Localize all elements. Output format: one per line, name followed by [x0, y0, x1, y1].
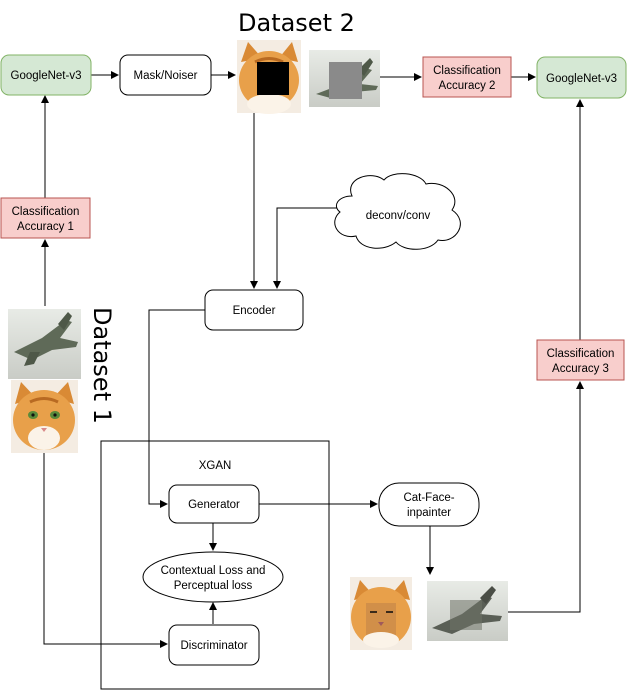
classification-accuracy-3-line2: Accuracy 3 — [552, 363, 609, 375]
classification-accuracy-2-line2: Accuracy 2 — [439, 80, 496, 92]
classification-accuracy-3-node: Classification Accuracy 3 — [536, 339, 625, 381]
googlenet-right-node: GoogleNet-v3 — [536, 56, 627, 99]
classification-accuracy-1-node: Classification Accuracy 1 — [0, 197, 91, 239]
dataset2-cat-image — [237, 40, 301, 114]
noise-patch — [329, 62, 362, 99]
contextual-loss-node: Contextual Loss and Perceptual loss — [142, 551, 284, 603]
xgan-container: XGAN — [100, 440, 330, 690]
classification-accuracy-1-line1: Classification — [12, 206, 80, 218]
deconv-conv-cloud: deconv/conv — [334, 173, 461, 250]
dataset1-plane-image — [8, 309, 81, 379]
classification-accuracy-3-line1: Classification — [547, 348, 615, 360]
googlenet-right-label: GoogleNet-v3 — [546, 73, 617, 85]
googlenet-left-node: GoogleNet-v3 — [0, 54, 92, 96]
dataset1-cat-image — [11, 380, 78, 453]
output-plane-image — [427, 581, 508, 641]
contextual-loss-line2: Perceptual loss — [174, 580, 253, 592]
classification-accuracy-2-line1: Classification — [433, 65, 501, 77]
mask-noiser-label: Mask/Noiser — [134, 70, 198, 82]
deconv-conv-label: deconv/conv — [366, 210, 431, 222]
encoder-node: Encoder — [204, 289, 304, 331]
output-cat-image — [350, 577, 412, 650]
discriminator-label: Discriminator — [180, 640, 247, 652]
generator-label: Generator — [188, 499, 240, 511]
generator-node: Generator — [168, 484, 260, 524]
contextual-loss-line1: Contextual Loss and — [161, 565, 266, 577]
classification-accuracy-1-line2: Accuracy 1 — [17, 221, 74, 233]
connectors — [41, 71, 584, 648]
mask-noiser-node: Mask/Noiser — [119, 54, 212, 96]
mask-patch — [257, 62, 289, 95]
cat-face-inpainter-line2: inpainter — [407, 507, 451, 519]
discriminator-node: Discriminator — [168, 624, 260, 666]
classification-accuracy-2-node: Classification Accuracy 2 — [422, 56, 512, 98]
cat-face-inpainter-line1: Cat-Face- — [403, 492, 454, 504]
cat-face-inpainter-node: Cat-Face- inpainter — [378, 482, 480, 527]
dataset2-title: Dataset 2 — [238, 9, 355, 37]
encoder-label: Encoder — [233, 305, 276, 317]
xgan-label: XGAN — [199, 460, 232, 472]
dataset2-plane-image — [309, 50, 380, 107]
googlenet-left-label: GoogleNet-v3 — [11, 70, 82, 82]
dataset1-title: Dataset 1 — [88, 307, 116, 424]
